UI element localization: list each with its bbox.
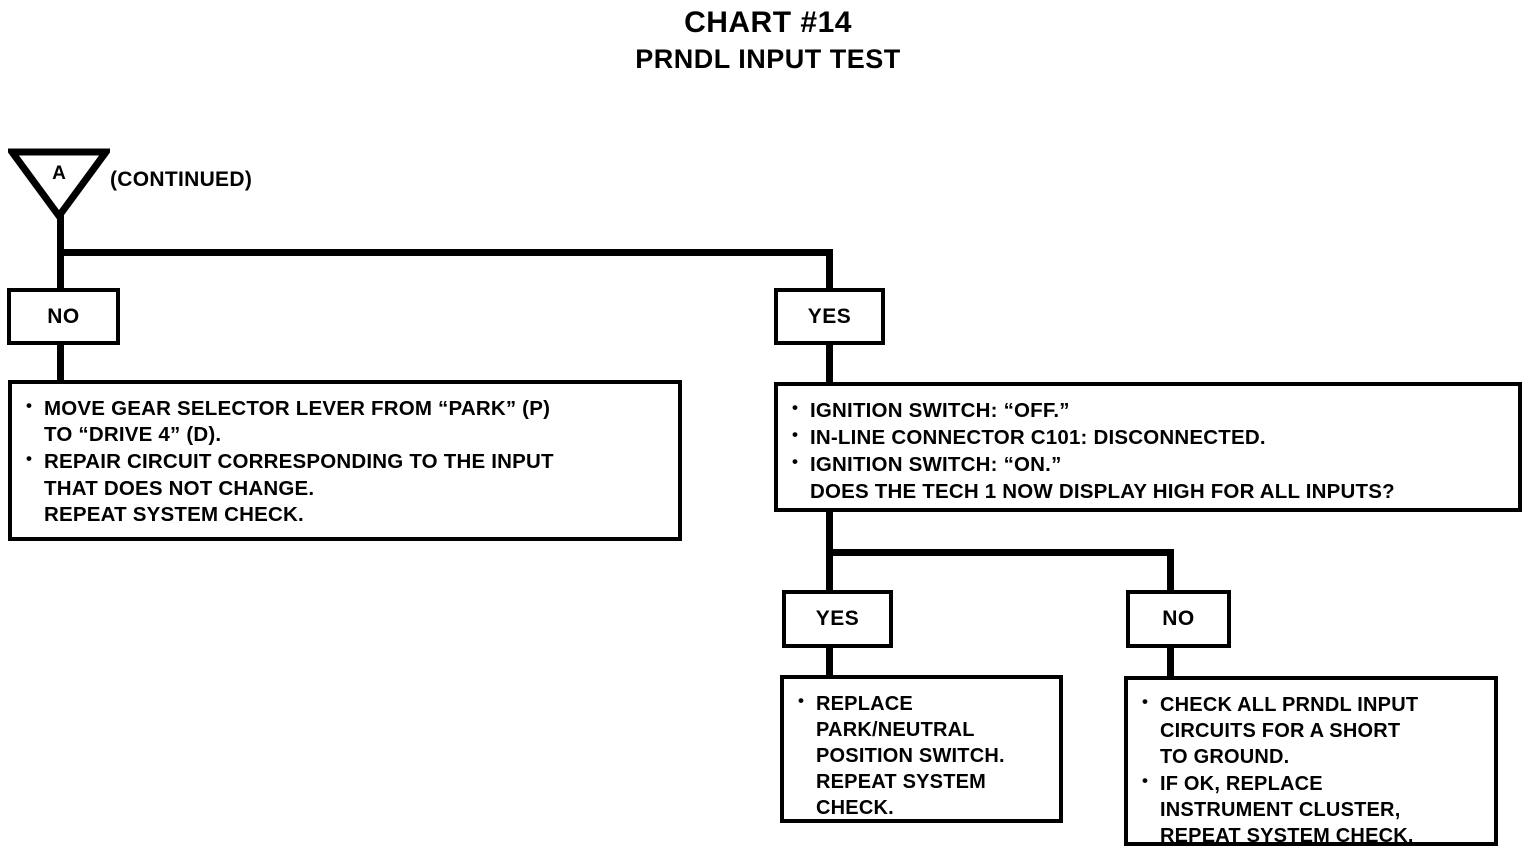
branch-1-right-drop-line xyxy=(826,249,833,291)
page-subtitle: PRNDL INPUT TEST xyxy=(635,44,901,74)
list-item: CHECK ALL PRNDL INPUT CIRCUITS FOR A SHO… xyxy=(1142,691,1480,770)
branch-1-yes-connector-line xyxy=(826,343,833,383)
branch-2-no-label: NO xyxy=(1162,607,1195,630)
connector-label: A xyxy=(52,163,66,184)
branch-2-horizontal-line xyxy=(826,549,1174,556)
list-item: IGNITION SWITCH: “OFF.” xyxy=(792,397,1504,424)
branch-2-yes-connector-line xyxy=(826,646,833,678)
branch-1-horizontal-line xyxy=(57,249,833,256)
list-item: REPLACE PARK/NEUTRAL POSITION SWITCH. RE… xyxy=(798,690,1045,821)
no-result-list: CHECK ALL PRNDL INPUT CIRCUITS FOR A SHO… xyxy=(1142,691,1480,849)
no-action-list: MOVE GEAR SELECTOR LEVER FROM “PARK” (P)… xyxy=(26,395,664,528)
branch-1-no-connector-line xyxy=(57,343,64,383)
list-item: REPAIR CIRCUIT CORRESPONDING TO THE INPU… xyxy=(26,448,664,528)
branch-2-stem-line xyxy=(826,510,833,555)
list-item: IGNITION SWITCH: “ON.” DOES THE TECH 1 N… xyxy=(792,451,1504,504)
yes-test-list: IGNITION SWITCH: “OFF.” IN-LINE CONNECTO… xyxy=(792,397,1504,505)
no-result-box: CHECK ALL PRNDL INPUT CIRCUITS FOR A SHO… xyxy=(1124,676,1498,849)
list-item: IN-LINE CONNECTOR C101: DISCONNECTED. xyxy=(792,424,1504,451)
branch-1-no-box[interactable]: NO xyxy=(7,288,120,345)
list-item: MOVE GEAR SELECTOR LEVER FROM “PARK” (P)… xyxy=(26,395,664,448)
page-title: CHART #14 xyxy=(684,6,852,39)
yes-test-box: IGNITION SWITCH: “OFF.” IN-LINE CONNECTO… xyxy=(774,382,1522,512)
connector-stem-line xyxy=(57,212,64,256)
yes-result-list: REPLACE PARK/NEUTRAL POSITION SWITCH. RE… xyxy=(798,690,1045,821)
branch-2-yes-label: YES xyxy=(815,607,860,630)
no-action-box: MOVE GEAR SELECTOR LEVER FROM “PARK” (P)… xyxy=(8,380,682,541)
branch-1-yes-label: YES xyxy=(807,304,852,328)
branch-1-yes-box[interactable]: YES xyxy=(774,288,885,345)
branch-2-right-drop-line xyxy=(1167,549,1174,593)
branch-1-left-drop-line xyxy=(57,249,64,291)
branch-2-yes-box[interactable]: YES xyxy=(782,590,893,648)
branch-2-no-box[interactable]: NO xyxy=(1126,590,1231,648)
connector-triangle-icon: A xyxy=(8,148,110,220)
list-item: IF OK, REPLACE INSTRUMENT CLUSTER, REPEA… xyxy=(1142,770,1480,849)
branch-2-no-connector-line xyxy=(1167,646,1174,678)
branch-2-left-drop-line xyxy=(826,549,833,593)
branch-1-no-label: NO xyxy=(47,304,80,328)
continued-label: (CONTINUED) xyxy=(110,168,253,191)
yes-result-box: REPLACE PARK/NEUTRAL POSITION SWITCH. RE… xyxy=(780,675,1063,823)
